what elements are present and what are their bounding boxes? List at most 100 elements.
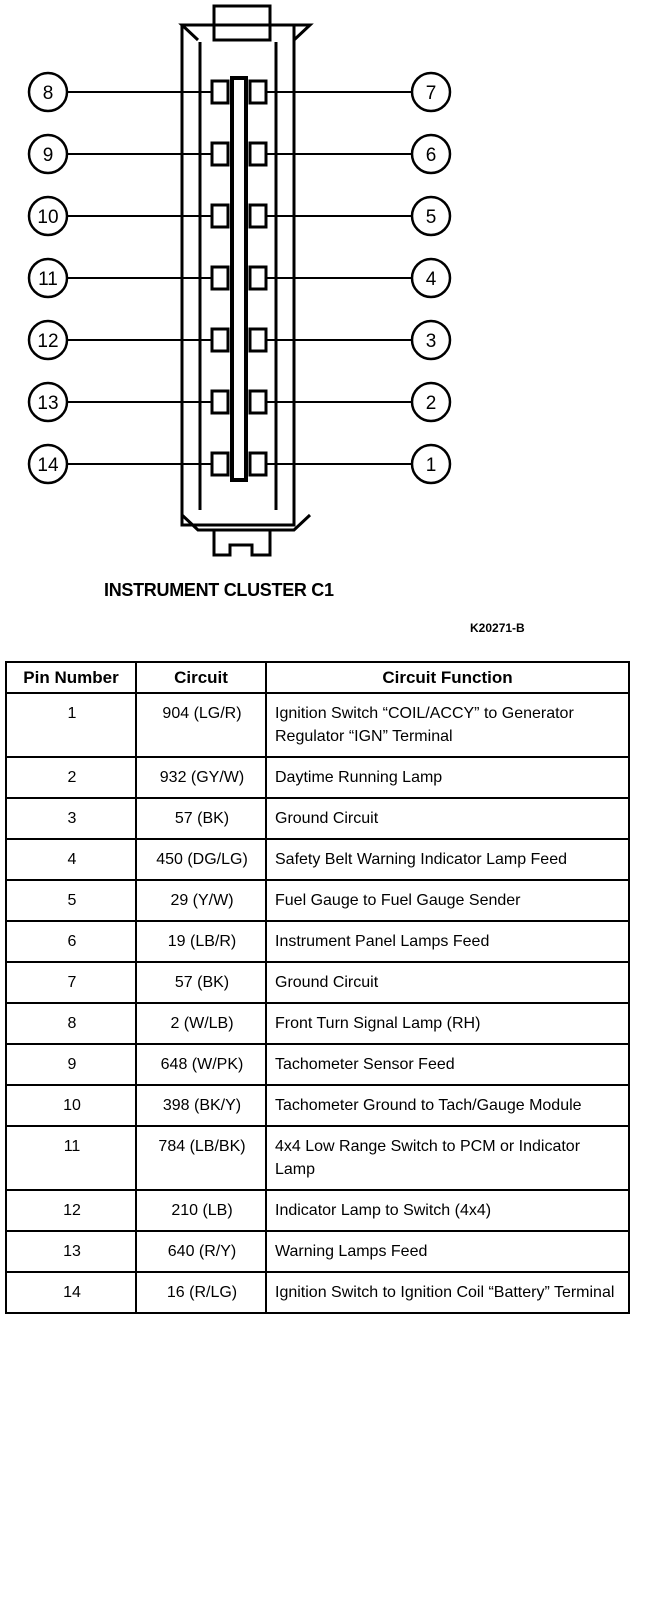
pin-number-cell: 9	[5, 1043, 137, 1086]
pin-cavity	[248, 265, 268, 291]
callout-circle	[27, 381, 69, 423]
callout-circle	[27, 71, 69, 113]
pin-number-cell: 2	[5, 756, 137, 799]
circuit-function-cell: Ground Circuit	[265, 961, 630, 1004]
pin-number-cell: 13	[5, 1230, 137, 1273]
pin-callout-11: 11	[27, 257, 230, 299]
circuit-function-cell: Ground Circuit	[265, 797, 630, 840]
pin-label: 2	[426, 393, 437, 414]
callout-circle	[27, 443, 69, 485]
circuit-cell: 648 (W/PK)	[135, 1043, 267, 1086]
circuit-cell: 904 (LG/R)	[135, 692, 267, 758]
pin-label: 8	[43, 83, 54, 104]
callout-circle	[27, 195, 69, 237]
pin-callout-5: 5	[248, 195, 452, 237]
pin-label: 11	[38, 269, 58, 290]
circuit-function-cell: Ignition Switch to Ignition Coil “Batter…	[265, 1271, 630, 1314]
table-header-row: Pin Number Circuit Circuit Function	[5, 661, 630, 694]
connector-body	[180, 23, 296, 527]
pin-number-cell: 1	[5, 692, 137, 758]
pin-callout-7: 7	[248, 71, 452, 113]
pin-number-cell: 4	[5, 838, 137, 881]
pin-callout-14: 14	[27, 443, 230, 485]
pin-callout-13: 13	[27, 381, 230, 423]
header-circuit-function: Circuit Function	[265, 661, 630, 694]
pin-number-cell: 12	[5, 1189, 137, 1232]
circuit-cell: 57 (BK)	[135, 797, 267, 840]
circuit-cell: 19 (LB/R)	[135, 920, 267, 963]
circuit-function-cell: Indicator Lamp to Switch (4x4)	[265, 1189, 630, 1232]
pin-number-cell: 14	[5, 1271, 137, 1314]
pin-callout-4: 4	[248, 257, 452, 299]
circuit-cell: 784 (LB/BK)	[135, 1125, 267, 1191]
callout-circle	[27, 257, 69, 299]
circuit-function-cell: Tachometer Sensor Feed	[265, 1043, 630, 1086]
pin-cavity	[248, 327, 268, 353]
connector-center-bar	[230, 76, 248, 482]
pin-number-cell: 5	[5, 879, 137, 922]
pin-callout-1: 1	[248, 443, 452, 485]
pin-label: 6	[426, 145, 437, 166]
pin-number-cell: 7	[5, 961, 137, 1004]
circuit-function-cell: Fuel Gauge to Fuel Gauge Sender	[265, 879, 630, 922]
pin-label: 4	[426, 269, 437, 290]
header-circuit: Circuit	[135, 661, 267, 694]
pin-label: 5	[426, 207, 437, 228]
circuit-function-cell: Warning Lamps Feed	[265, 1230, 630, 1273]
pin-number-cell: 8	[5, 1002, 137, 1045]
pin-callout-3: 3	[248, 319, 452, 361]
header-pin-number: Pin Number	[5, 661, 137, 694]
circuit-function-cell: Front Turn Signal Lamp (RH)	[265, 1002, 630, 1045]
callout-circle	[410, 381, 452, 423]
connector-housing	[178, 23, 314, 42]
circuit-function-cell: Safety Belt Warning Indicator Lamp Feed	[265, 838, 630, 881]
circuit-function-cell: 4x4 Low Range Switch to PCM or Indicator…	[265, 1125, 630, 1191]
pin-label: 12	[37, 331, 58, 352]
pin-callout-8: 8	[27, 71, 230, 113]
pin-callout-2: 2	[248, 381, 452, 423]
figure-code: K20271-B	[470, 621, 525, 635]
callout-circle	[410, 71, 452, 113]
pin-cavity	[210, 451, 230, 477]
connector-top-tab	[212, 4, 272, 42]
pin-cavity	[248, 389, 268, 415]
pin-cavity	[248, 79, 268, 105]
circuit-cell: 640 (R/Y)	[135, 1230, 267, 1273]
pin-cavity	[210, 265, 230, 291]
pin-cavity	[210, 79, 230, 105]
circuit-function-cell: Tachometer Ground to Tach/Gauge Module	[265, 1084, 630, 1127]
pin-label: 3	[426, 331, 437, 352]
pin-cavity	[248, 451, 268, 477]
pin-cavity	[210, 327, 230, 353]
circuit-cell: 29 (Y/W)	[135, 879, 267, 922]
callout-circle	[410, 443, 452, 485]
circuit-cell: 2 (W/LB)	[135, 1002, 267, 1045]
circuit-function-cell: Daytime Running Lamp	[265, 756, 630, 799]
pin-cavity	[210, 203, 230, 229]
circuit-cell: 210 (LB)	[135, 1189, 267, 1232]
diagram-title: INSTRUMENT CLUSTER C1	[104, 580, 334, 600]
pin-number-cell: 11	[5, 1125, 137, 1191]
callout-circle	[410, 319, 452, 361]
pin-label: 13	[37, 393, 58, 414]
pin-callout-6: 6	[248, 133, 452, 175]
circuit-cell: 57 (BK)	[135, 961, 267, 1004]
callout-circle	[410, 195, 452, 237]
callout-circle	[27, 319, 69, 361]
